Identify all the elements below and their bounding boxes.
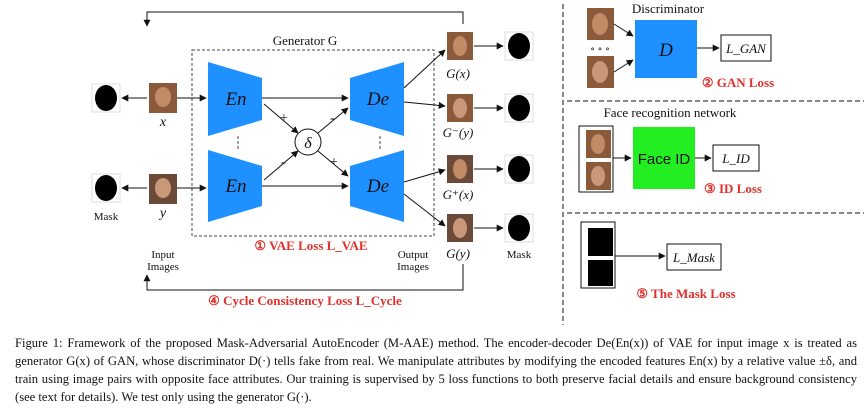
- face-id-block: [633, 127, 695, 189]
- mask-label-input: Mask: [94, 211, 119, 223]
- output-face-g-minus-y: [453, 98, 467, 118]
- gan-loss-label: ② GAN Loss: [702, 75, 774, 90]
- output-label-gy: G(y): [446, 246, 470, 261]
- generator-box: [191, 49, 435, 237]
- cycle-loss-label: ④ Cycle Consistency Loss L_Cycle: [208, 293, 402, 308]
- input-label-y: y: [158, 206, 167, 221]
- encoder-top: [208, 62, 262, 136]
- input-images-line2: Images: [147, 261, 179, 273]
- face-stack-1-skin: [591, 134, 605, 154]
- id-loss-label: ③ ID Loss: [704, 181, 762, 196]
- arrow-enc-top-to-delta: [263, 103, 299, 134]
- encoder-bottom-label: En: [224, 176, 246, 197]
- output-images-line2: Images: [397, 261, 429, 273]
- output-label-gx: G(x): [446, 66, 470, 81]
- delta-node: [294, 128, 322, 156]
- mask-stack-2: [588, 260, 613, 286]
- arrow-dec-to-gx: [403, 49, 446, 89]
- face-stack-2-skin: [591, 166, 605, 186]
- disc-face-1-skin: [592, 13, 608, 35]
- arrow-dec-to-g-plus-x: [403, 168, 446, 183]
- arrow-face1-to-d: [613, 23, 634, 37]
- arrow-delta-to-dec-top: [317, 107, 349, 134]
- sign-minus-1: -: [281, 155, 286, 170]
- face-id-label: Face ID: [638, 151, 691, 168]
- discriminator-symbol: D: [658, 40, 673, 61]
- l-gan-box: [720, 34, 772, 62]
- generator-label: Generator G: [273, 33, 338, 48]
- sign-plus-2: +: [330, 155, 338, 170]
- arrow-dec-to-g-minus-y: [403, 101, 446, 109]
- discriminator-block: [635, 20, 697, 78]
- input-images-line1: Input: [151, 249, 174, 261]
- l-id-box: [712, 144, 760, 172]
- output-images-line1: Output: [398, 249, 429, 261]
- decoder-top: [350, 62, 404, 136]
- arrow-enc-bottom-to-delta: [263, 150, 299, 181]
- mask-loss-label: ⑤ The Mask Loss: [636, 286, 735, 301]
- sign-plus-1: +: [280, 111, 288, 126]
- encoder-top-label: En: [224, 89, 246, 110]
- sign-minus-2: -: [330, 111, 335, 126]
- framework-diagram: Generator G En En De De δ + - - + x y Ma…: [91, 1, 864, 325]
- input-face-x: [155, 87, 171, 107]
- output-face-gy: [453, 218, 467, 238]
- figure-caption: Figure 1: Framework of the proposed Mask…: [15, 336, 857, 404]
- mask-label-output: Mask: [507, 249, 532, 261]
- input-face-y: [155, 178, 171, 198]
- mask-shape-y: [95, 175, 117, 201]
- encoder-bottom: [208, 150, 262, 222]
- l-mask-box: [666, 243, 722, 271]
- output-face-g-plus-x: [453, 159, 467, 179]
- decoder-top-label: De: [366, 89, 389, 110]
- top-feedback-line: [146, 11, 464, 24]
- decoder-bottom-label: De: [366, 176, 389, 197]
- mask-stack-1: [588, 228, 613, 256]
- discriminator-title: Discriminator: [632, 1, 705, 16]
- vae-loss-label: ① VAE Loss L_VAE: [254, 238, 367, 253]
- mask-shape-x: [95, 85, 117, 111]
- arrow-dec-to-gy: [403, 193, 446, 227]
- face-rec-title: Face recognition network: [604, 105, 737, 120]
- arrow-delta-to-dec-bottom: [317, 150, 349, 177]
- arrow-face2-to-d: [613, 59, 634, 73]
- l-mask-label: L_Mask: [672, 250, 715, 265]
- l-id-label: L_ID: [721, 151, 750, 166]
- output-label-g-minus-y: G⁻(y): [443, 125, 474, 140]
- decoder-bottom: [350, 150, 404, 222]
- disc-face-2-skin: [592, 61, 608, 83]
- delta-label: δ: [304, 135, 312, 152]
- output-label-g-plus-x: G⁺(x): [443, 187, 474, 202]
- input-label-x: x: [159, 115, 167, 130]
- l-gan-label: L_GAN: [725, 41, 767, 56]
- output-masks: [474, 31, 534, 243]
- disc-dots: ∘ ∘ ∘: [590, 44, 610, 55]
- output-face-gx: [453, 36, 467, 56]
